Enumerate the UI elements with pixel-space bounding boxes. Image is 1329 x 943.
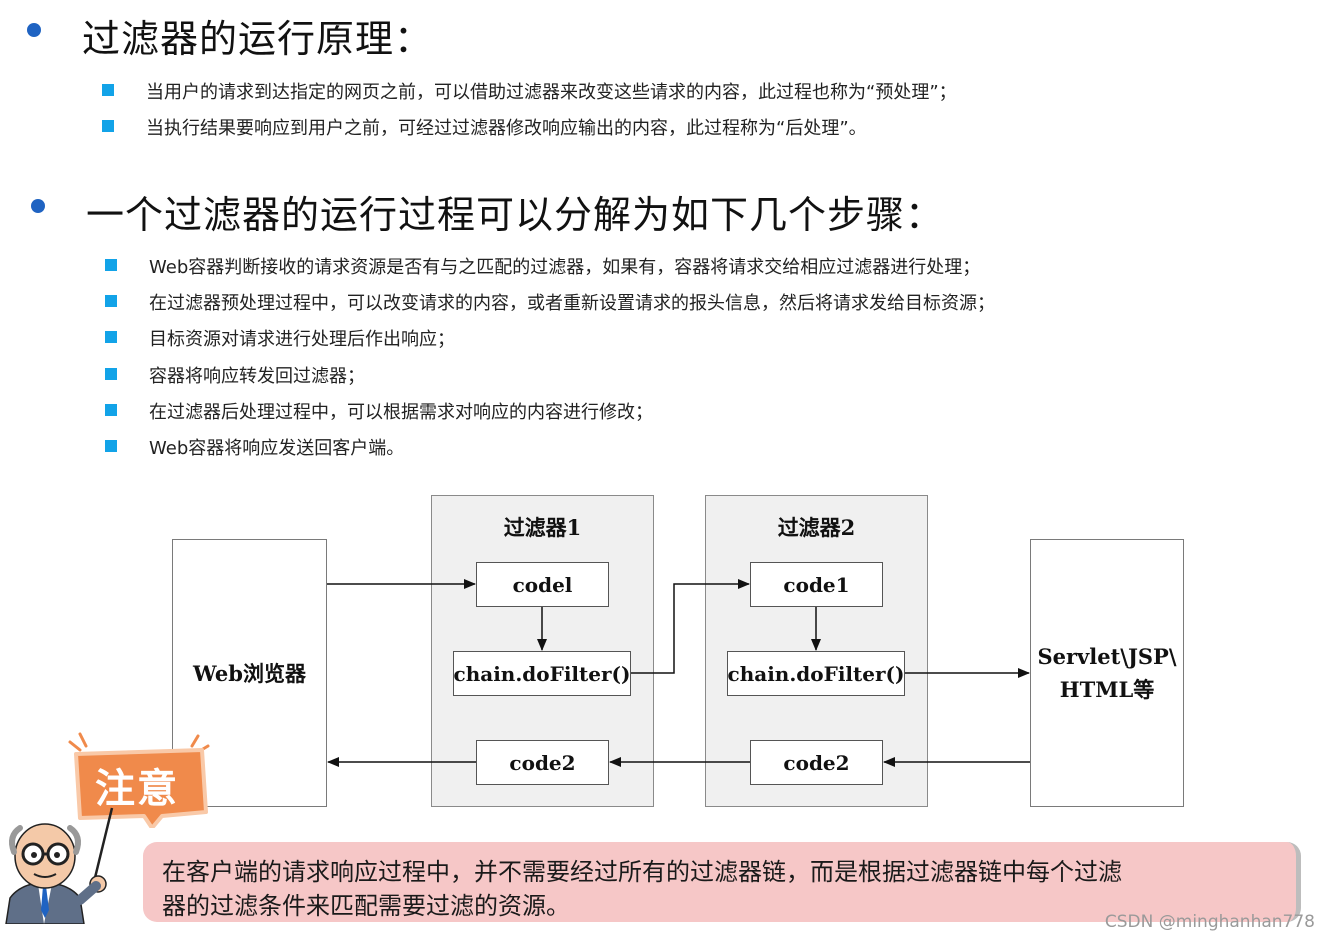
note-bubble [143, 842, 1301, 922]
filter1-code-bottom: code2 [476, 740, 609, 785]
filter2-code-top: code1 [750, 562, 883, 607]
note-sign-text: 注意 [95, 766, 179, 812]
filter1-code-top: codel [476, 562, 609, 607]
section2-heading: 一个过滤器的运行过程可以分解为如下几个步骤： [86, 193, 945, 237]
bullet-icon [102, 84, 114, 96]
watermark: CSDN @minghanhan778 [1104, 912, 1315, 932]
section2-item-2: 在过滤器预处理过程中，可以改变请求的内容，或者重新设置请求的报头信息，然后将请求… [149, 293, 995, 314]
target-label-line1: Servlet\JSP\ [1037, 644, 1177, 669]
section1-item-2: 当执行结果要响应到用户之前，可经过过滤器修改响应输出的内容，此过程称为“后处理”… [146, 118, 867, 139]
section2-item-6: Web容器将响应发送回客户端。 [149, 438, 405, 459]
professor-icon [5, 807, 114, 924]
section1-item-1: 当用户的请求到达指定的网页之前，可以借助过滤器来改变这些请求的内容，此过程也称为… [146, 82, 957, 103]
note-line-2: 器的过滤条件来匹配需要过滤的资源。 [162, 892, 570, 920]
bullet-icon [105, 331, 117, 343]
bullet-icon [105, 368, 117, 380]
section2-item-4: 容器将响应转发回过滤器； [149, 366, 365, 387]
filter1-title: 过滤器1 [503, 515, 582, 540]
bullet-icon [105, 440, 117, 452]
section1-heading: 过滤器的运行原理： [82, 17, 434, 61]
filter2-code-bottom: code2 [750, 740, 883, 785]
browser-label: Web浏览器 [193, 661, 306, 686]
filter2-chain: chain.doFilter() [727, 651, 905, 696]
arrow-f1-chain-to-f2 [631, 579, 750, 674]
bullet-icon [105, 295, 117, 307]
section2-item-3: 目标资源对请求进行处理后作出响应； [149, 329, 455, 350]
section2-bullet [31, 199, 45, 213]
note-line-1: 在客户端的请求响应过程中，并不需要经过所有的过滤器链，而是根据过滤器链中每个过滤 [162, 858, 1122, 886]
section1-bullet [27, 23, 41, 37]
bullet-icon [102, 120, 114, 132]
section2-item-1: Web容器判断接收的请求资源是否有与之匹配的过滤器，如果有，容器将请求交给相应过… [149, 257, 981, 278]
note-sign-icon [68, 732, 210, 828]
filter2-title: 过滤器2 [777, 515, 856, 540]
target-box [1030, 539, 1184, 807]
bullet-icon [105, 404, 117, 416]
filter1-chain: chain.doFilter() [453, 651, 631, 696]
bullet-icon [105, 259, 117, 271]
target-label-line2: HTML等 [1059, 677, 1155, 702]
section2-item-5: 在过滤器后处理过程中，可以根据需求对响应的内容进行修改； [149, 402, 653, 423]
